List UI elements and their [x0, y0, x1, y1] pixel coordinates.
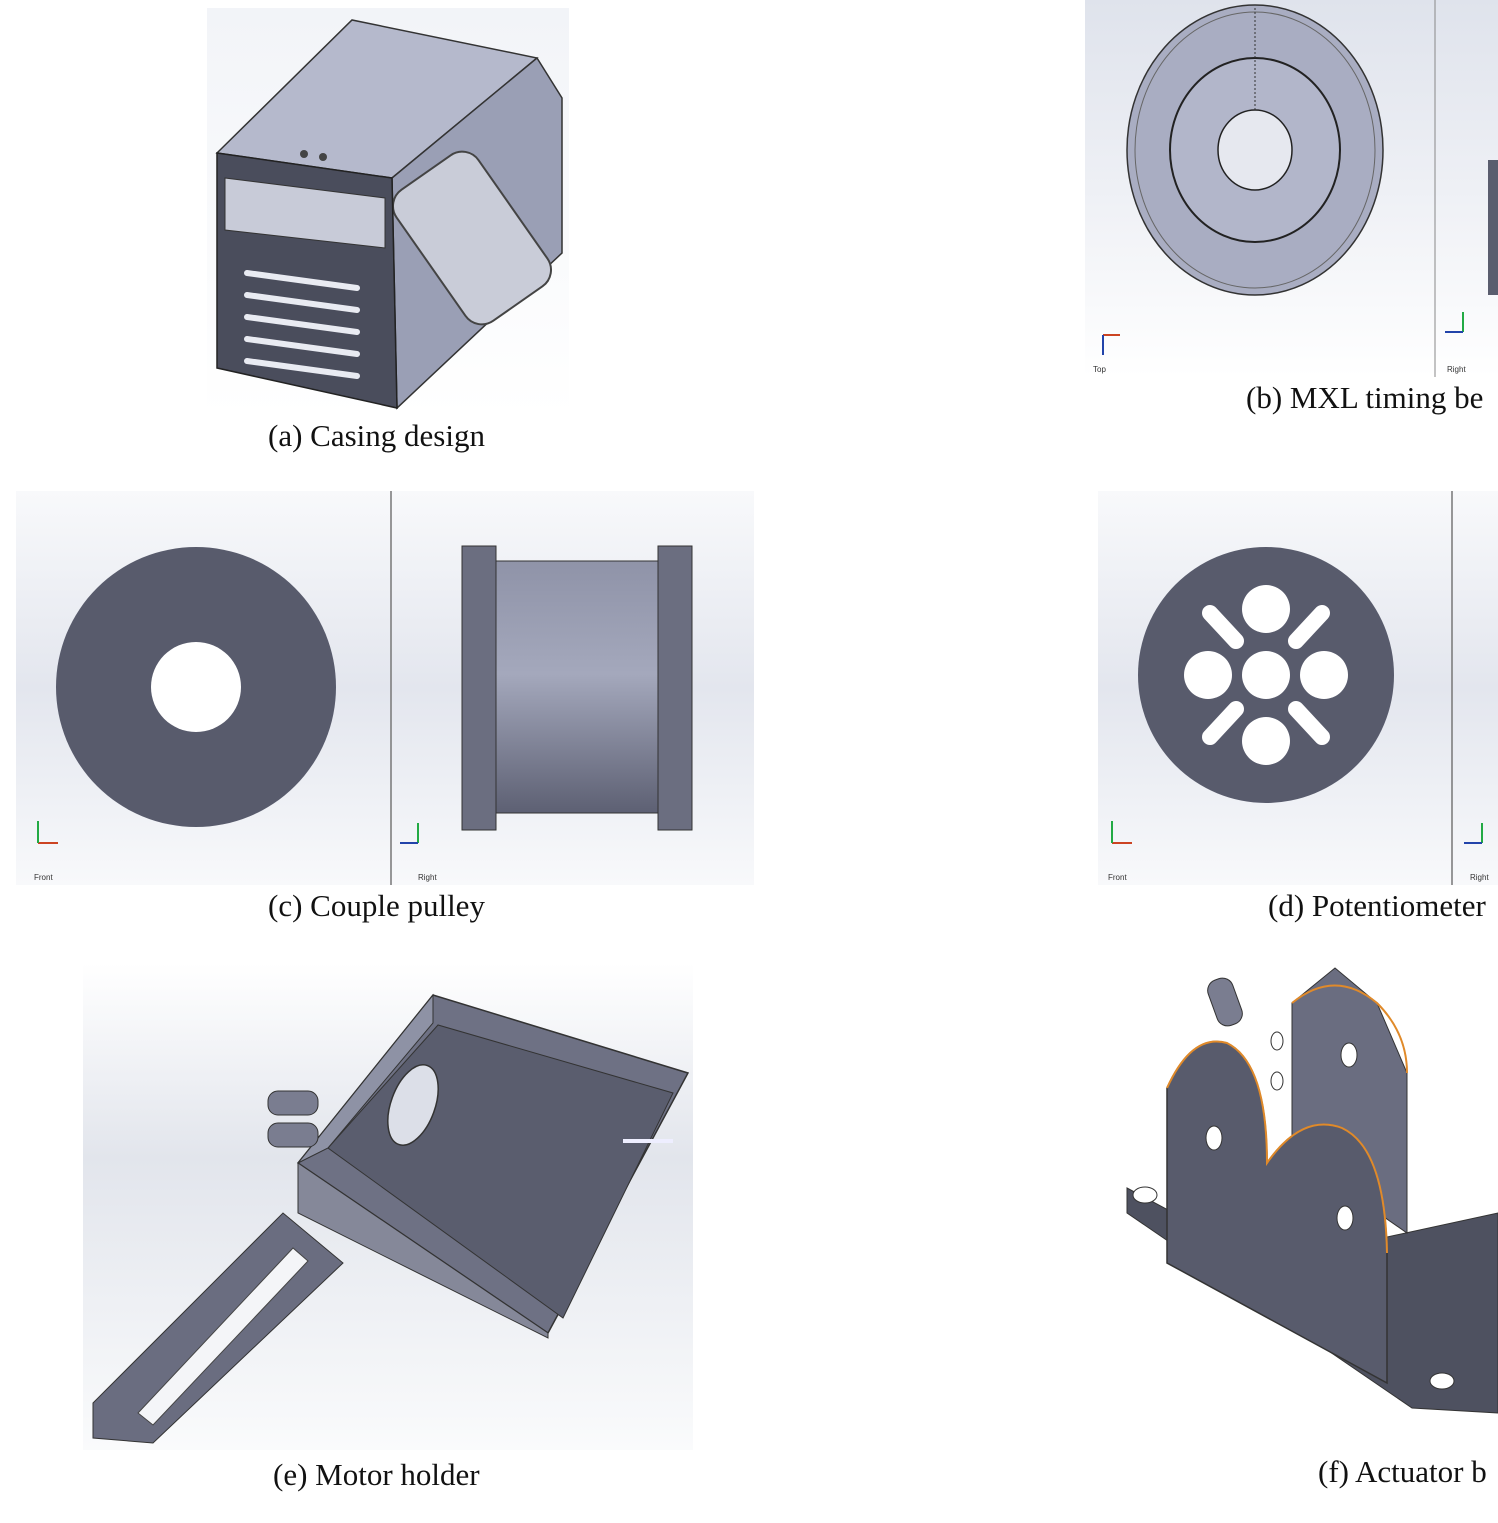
view-label-right: Right [418, 873, 437, 882]
couple-pulley-render [16, 491, 754, 885]
figure-c-couple-pulley: Front Right [16, 491, 754, 885]
view-label-top: Top [1093, 365, 1106, 374]
caption-b: (b) MXL timing be [1246, 380, 1484, 415]
caption-d: (d) Potentiometer [1268, 888, 1486, 923]
view-label-front: Front [34, 873, 53, 882]
figure-b-mxl-pulley: Top Right [1085, 0, 1498, 377]
view-label-front: Front [1108, 873, 1127, 882]
figure-f-actuator-base [1117, 963, 1498, 1450]
casing-render [207, 8, 569, 416]
caption-e: (e) Motor holder [273, 1457, 480, 1492]
caption-f: (f) Actuator b [1318, 1454, 1487, 1489]
caption-c: (c) Couple pulley [268, 888, 485, 923]
motor-holder-render [83, 963, 693, 1450]
figure-d-potentiometer: Front Right [1098, 491, 1498, 885]
view-label-right: Right [1470, 873, 1489, 882]
actuator-base-render [1117, 963, 1498, 1450]
view-label-right: Right [1447, 365, 1466, 374]
figure-a-casing [207, 8, 569, 416]
mxl-pulley-render [1085, 0, 1498, 377]
figure-e-motor-holder [83, 963, 693, 1450]
caption-a: (a) Casing design [268, 418, 485, 453]
potentiometer-render [1098, 491, 1498, 885]
